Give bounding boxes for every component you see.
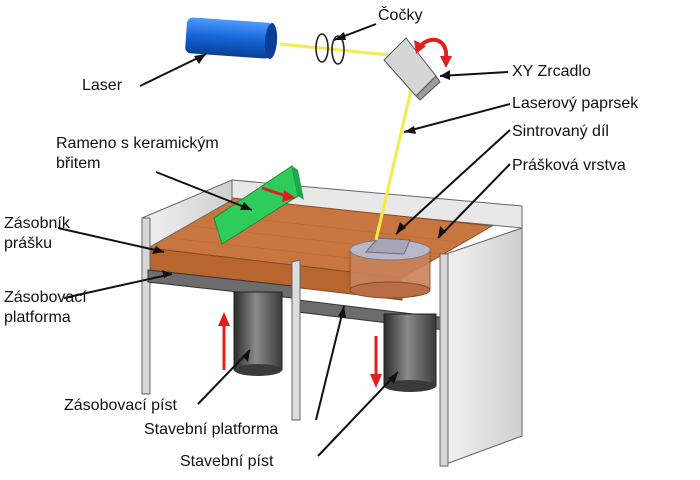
label-feed-piston: Zásobovací píst: [64, 397, 177, 414]
right-wall-front: [439, 253, 449, 467]
feed-piston-up-arrow: [218, 312, 230, 370]
label-laser-beam: Laserový paprsek: [512, 95, 639, 112]
feed-piston-bottom: [234, 364, 282, 376]
label-build-platform: Stavební platforma: [144, 421, 279, 438]
label-xy-mirror: XY Zrcadlo: [512, 63, 591, 80]
label-feed-platform-line1: Zásobovací: [4, 289, 87, 306]
label-arm-line2: břitem: [56, 155, 101, 172]
xy-mirror-icon: [383, 37, 441, 101]
label-arm-line1: Rameno s keramickým: [56, 135, 219, 152]
laser-beam-horizontal: [279, 42, 401, 58]
label-reservoir-line1: Zásobník: [4, 215, 70, 232]
laser-icon: [185, 17, 278, 59]
leader-arrowheads: [152, 32, 450, 384]
blade-direction-arrow: [261, 186, 296, 202]
label-sintered-part: Sintrovaný díl: [512, 123, 609, 140]
label-powder-layer: Prášková vrstva: [512, 157, 626, 174]
divider-wall: [291, 259, 301, 421]
label-feed-platform-line2: platforma: [4, 309, 71, 326]
laser-beam: [374, 85, 414, 241]
label-reservoir-line2: prášku: [4, 235, 53, 252]
build-piston-down-arrow: [370, 336, 382, 388]
label-build-piston: Stavební píst: [180, 453, 274, 470]
recoater-blade: [213, 165, 304, 245]
build-piston-bottom: [384, 380, 436, 392]
lens-icon: [315, 33, 345, 65]
build-piston: [383, 313, 437, 387]
left-wall-front: [141, 217, 151, 395]
label-lenses: Čočky: [378, 7, 423, 24]
sintered-part: [349, 237, 431, 299]
label-laser: Laser: [82, 77, 123, 94]
leader-lines: [57, 23, 511, 457]
right-wall: [445, 227, 523, 465]
mirror-rotation-arrow: [418, 37, 449, 59]
